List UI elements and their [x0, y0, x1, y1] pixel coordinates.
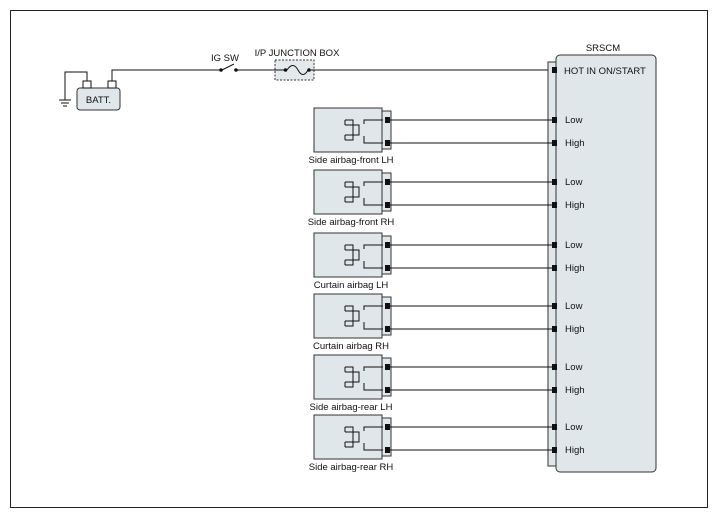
airbag-name-label: Curtain airbag RH [313, 341, 389, 352]
airbag-connector [381, 172, 392, 212]
low-pin-label: Low [565, 422, 583, 433]
srscm-low-pin [552, 424, 557, 430]
low-pin-label: Low [565, 301, 583, 312]
airbag-low-pin [385, 424, 390, 430]
srscm-low-pin [552, 117, 557, 123]
airbag-high-pin [385, 140, 390, 146]
airbag-connector [381, 235, 392, 275]
airbag-connector [381, 296, 392, 336]
ground-connection [59, 71, 88, 107]
airbag-name-label: Side airbag-rear LH [310, 402, 393, 413]
low-pin-label: Low [565, 240, 583, 251]
srscm-power-pin-label: HOT IN ON/START [564, 66, 646, 77]
srscm-power-pin [552, 67, 557, 73]
high-pin-label: High [565, 324, 585, 335]
squib-icon [344, 119, 383, 144]
battery-feed-wire [111, 69, 220, 81]
battery-negative-terminal [82, 80, 92, 89]
diagram-border [10, 10, 708, 508]
ignition-switch-label: IG SW [211, 53, 239, 64]
squib-icon [344, 426, 383, 451]
airbag-high-pin [385, 447, 390, 453]
srscm-high-pin [552, 326, 557, 332]
airbag-module-box [313, 169, 383, 215]
fuse-icon-right-contact [307, 68, 311, 72]
high-pin-label: High [565, 263, 585, 274]
airbag-module-box [313, 414, 383, 460]
fuse-icon-left-contact [283, 68, 288, 72]
srscm-high-pin [552, 140, 557, 146]
srscm-low-pin [552, 364, 557, 370]
airbag-low-pin [385, 242, 390, 248]
srscm-high-pin [552, 202, 557, 208]
airbag-low-pin [385, 303, 390, 309]
airbag-module-box [313, 107, 383, 153]
battery: BATT. [76, 80, 121, 111]
airbag-module-box [313, 232, 383, 278]
airbag-high-pin [385, 265, 390, 271]
airbag-high-pin [385, 387, 390, 393]
airbag-name-label: Side airbag-front LH [308, 155, 393, 166]
srscm-high-pin [552, 387, 557, 393]
srscm-module: SRSCM HOT IN ON/START [547, 43, 657, 473]
squib-icon [344, 305, 383, 330]
airbag-name-label: Side airbag-rear RH [309, 462, 394, 473]
srscm-high-pin [552, 447, 557, 453]
junction-box-label: I/P JUNCTION BOX [255, 48, 340, 59]
battery-label: BATT. [86, 95, 111, 106]
high-pin-label: High [565, 138, 585, 149]
airbag-connector [381, 357, 392, 397]
airbag-name-label: Side airbag-front RH [308, 217, 395, 228]
squib-icon [344, 181, 383, 206]
airbag-name-label: Curtain airbag LH [314, 280, 389, 291]
airbag-low-pin [385, 117, 390, 123]
squib-icon [344, 244, 383, 269]
low-pin-label: Low [565, 115, 583, 126]
low-pin-label: Low [565, 362, 583, 373]
srscm-low-pin [552, 242, 557, 248]
battery-positive-terminal [107, 80, 117, 89]
srscm-low-pin [552, 179, 557, 185]
battery-body [76, 87, 121, 111]
srscm-high-pin [552, 265, 557, 271]
fuse-icon [286, 65, 309, 75]
airbag-low-pin [385, 179, 390, 185]
low-pin-label: Low [565, 177, 583, 188]
ignition-switch: IG SW [211, 53, 239, 72]
airbag-low-pin [385, 364, 390, 370]
high-pin-label: High [565, 200, 585, 211]
junction-box: I/P JUNCTION BOX [255, 48, 340, 81]
srscm-low-pin [552, 303, 557, 309]
airbag-module-box [313, 293, 383, 339]
airbag-module-box [313, 354, 383, 400]
squib-icon [344, 366, 383, 391]
srscm-title: SRSCM [586, 43, 620, 54]
airbag-connector [381, 417, 392, 457]
high-pin-label: High [565, 445, 585, 456]
airbag-connector [381, 110, 392, 150]
srscm-body [555, 54, 657, 473]
high-pin-label: High [565, 385, 585, 396]
airbag-high-pin [385, 326, 390, 332]
airbag-high-pin [385, 202, 390, 208]
